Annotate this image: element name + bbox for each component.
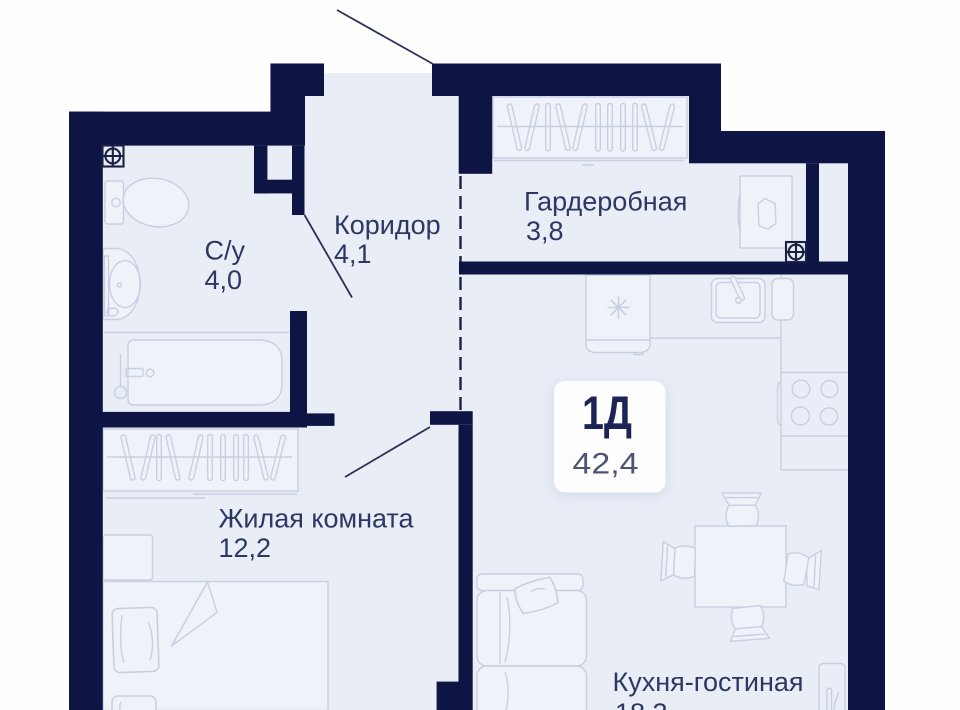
svg-text:42,4: 42,4 <box>573 448 639 481</box>
svg-text:3,8: 3,8 <box>526 216 564 246</box>
svg-text:4,0: 4,0 <box>205 265 243 295</box>
svg-text:Гардеробная: Гардеробная <box>524 187 687 217</box>
svg-text:Жилая комната: Жилая комната <box>219 504 415 534</box>
svg-text:1Д: 1Д <box>582 386 632 439</box>
svg-text:С/у: С/у <box>205 236 246 266</box>
svg-text:Коридор: Коридор <box>334 210 441 240</box>
svg-text:12,2: 12,2 <box>219 533 272 563</box>
svg-text:4,1: 4,1 <box>334 239 372 269</box>
svg-text:18,3: 18,3 <box>615 698 668 710</box>
svg-text:Кухня-гостиная: Кухня-гостиная <box>613 667 804 697</box>
